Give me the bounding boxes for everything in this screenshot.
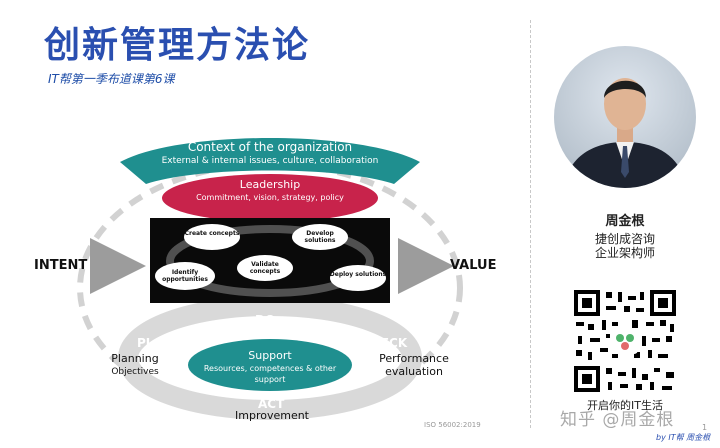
diagram-graphics bbox=[77, 138, 463, 420]
node-deploy bbox=[330, 265, 386, 291]
page-title: 创新管理方法论 bbox=[44, 25, 311, 66]
presenter-role-company: 捷创成咨询 bbox=[594, 232, 655, 246]
leadership-ellipse bbox=[162, 174, 378, 222]
node-develop bbox=[292, 224, 348, 250]
iso-reference: ISO 56002:2019 bbox=[424, 421, 481, 429]
pdca-check-label: CHECK bbox=[362, 336, 408, 350]
inner-label-identify: Identify opportunities bbox=[162, 269, 208, 283]
leadership-subtitle: Commitment, vision, strategy, policy bbox=[196, 193, 344, 202]
qr-code[interactable] bbox=[572, 288, 678, 394]
objectives-label: Objectives bbox=[111, 367, 159, 377]
presenter-role-title: 企业架构师 bbox=[594, 246, 655, 260]
pdca-do-label: DO bbox=[255, 313, 276, 327]
support-title: Support bbox=[248, 349, 292, 362]
inner-label-deploy: Deploy solutions bbox=[329, 271, 387, 278]
presenter-name: 周金根 bbox=[605, 214, 645, 229]
pdca-act-label: ACT bbox=[258, 397, 285, 411]
context-subtitle: External & internal issues, culture, col… bbox=[161, 156, 379, 166]
pdca-ring bbox=[118, 296, 422, 420]
presenter-avatar-icon bbox=[564, 78, 686, 188]
node-create bbox=[184, 224, 240, 250]
vertical-divider bbox=[530, 20, 531, 428]
presenter-photo bbox=[554, 46, 696, 188]
qr-caption: 开启你的IT生活 bbox=[587, 399, 663, 412]
inner-label-develop: Develop solutions bbox=[304, 230, 336, 244]
inner-label-validate: Validate concepts bbox=[249, 261, 281, 275]
footer-credit: by IT帮 周金根 bbox=[656, 433, 711, 442]
leadership-title: Leadership bbox=[239, 178, 301, 191]
innovation-diagram: Context of the organization External & i… bbox=[0, 100, 530, 448]
page-number: 1 bbox=[702, 423, 708, 432]
support-ellipse bbox=[188, 339, 352, 391]
planning-label: Planning bbox=[111, 352, 159, 365]
zhihu-watermark: 知乎 @周金根 bbox=[560, 410, 675, 430]
page-subtitle: IT帮第一季布道课第6课 bbox=[48, 72, 175, 86]
intent-label: INTENT bbox=[34, 258, 88, 273]
context-title: Context of the organization bbox=[187, 140, 353, 154]
pdca-plan-label: PLAN bbox=[137, 336, 173, 350]
qr-code-icon bbox=[572, 288, 678, 394]
performance-label: Performance evaluation bbox=[379, 352, 449, 378]
support-subtitle: Resources, competences & other support bbox=[203, 364, 337, 384]
node-identify bbox=[155, 262, 215, 290]
inner-label-create: Create concepts bbox=[184, 230, 240, 237]
context-band bbox=[120, 138, 420, 184]
value-label: VALUE bbox=[450, 258, 497, 273]
improvement-label: Improvement bbox=[235, 409, 309, 422]
node-validate bbox=[237, 255, 293, 281]
